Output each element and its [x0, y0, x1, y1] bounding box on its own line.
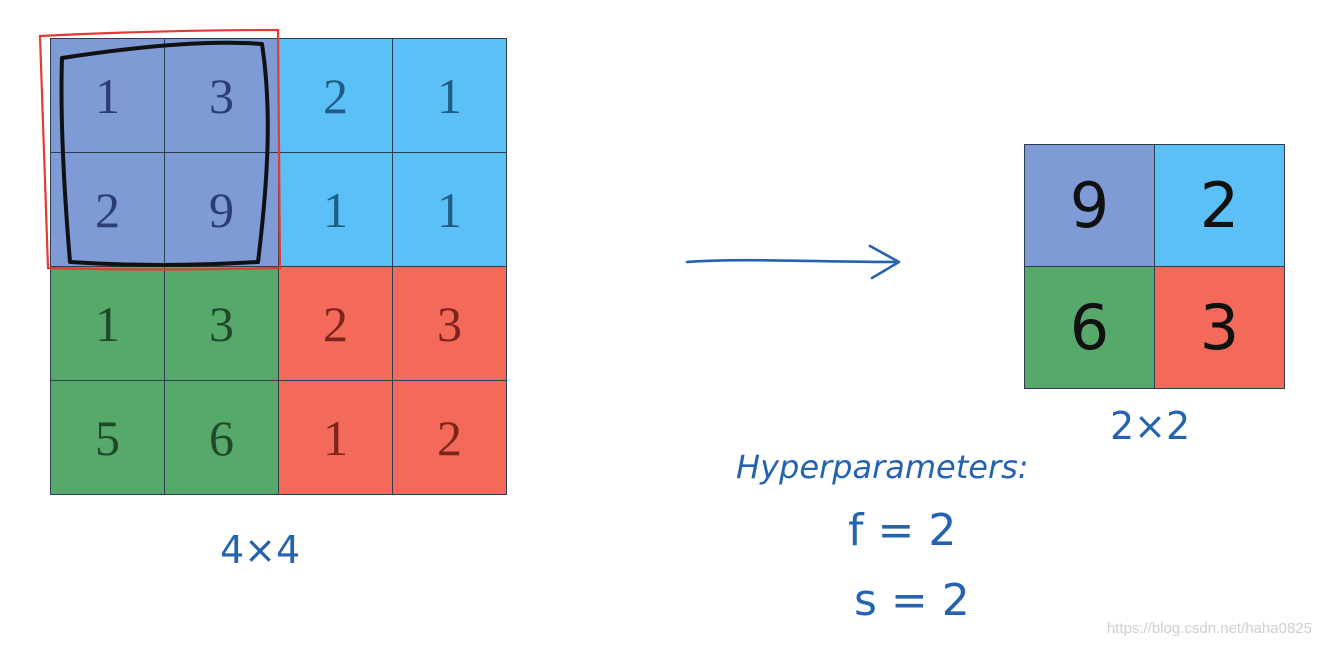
output-cell: 9: [1024, 144, 1155, 267]
input-size-label: 4×4: [220, 528, 301, 572]
input-cell: 2: [278, 38, 393, 153]
pooling-window-outline: [59, 40, 270, 267]
input-cell: 3: [392, 266, 507, 381]
input-cell: 1: [392, 152, 507, 267]
input-cell: 1: [392, 38, 507, 153]
watermark: https://blog.csdn.net/haha0825: [1106, 620, 1312, 637]
input-cell: 2: [392, 380, 507, 495]
input-cell: 1: [278, 380, 393, 495]
input-cell: 1: [278, 152, 393, 267]
output-size-label: 2×2: [1110, 404, 1191, 448]
input-cell: 3: [164, 266, 279, 381]
output-cell: 3: [1154, 266, 1285, 389]
input-cell: 6: [164, 380, 279, 495]
hyperparameter-f: f = 2: [848, 505, 957, 556]
arrow-icon: [685, 244, 901, 280]
red-selection-box: [38, 28, 282, 271]
hyperparameter-s: s = 2: [854, 575, 970, 626]
output-cell: 6: [1024, 266, 1155, 389]
input-cell: 5: [50, 380, 165, 495]
output-cell: 2: [1154, 144, 1285, 267]
hyperparameters-title: Hyperparameters:: [736, 448, 1029, 486]
input-cell: 1: [50, 266, 165, 381]
